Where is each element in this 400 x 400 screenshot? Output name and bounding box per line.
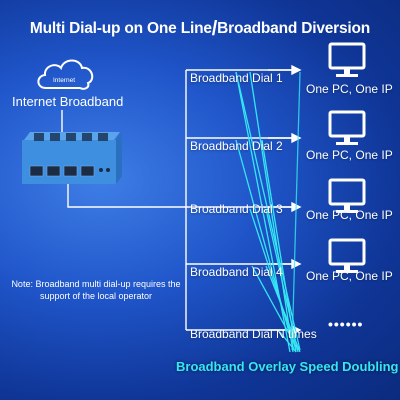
cloud-icon: Internet xyxy=(37,59,94,90)
dial-n-label: Broadband Dial N times xyxy=(190,327,317,341)
speed-convergence-lines xyxy=(235,71,301,353)
pc-monitor-icon xyxy=(328,42,366,77)
pc-3-label: One PC, One IP xyxy=(306,208,393,222)
dial-1-label: Broadband Dial 1 xyxy=(190,71,283,85)
router-to-splitter-line xyxy=(67,184,186,208)
more-pcs-indicator: •••••• xyxy=(328,316,364,332)
pc-monitor-icon xyxy=(328,238,366,273)
title-separator: / xyxy=(211,18,218,40)
dial-1-arrow xyxy=(268,64,302,76)
pc-1-label: One PC, One IP xyxy=(306,82,393,96)
dial-4-label: Broadband Dial 4 xyxy=(190,265,283,279)
internet-broadband-label: Internet Broadband xyxy=(12,94,124,109)
operator-note: Note: Broadband multi dial-up requires t… xyxy=(11,279,181,301)
dial-2-arrow xyxy=(268,132,302,144)
title-part-1: Multi Dial-up on One Line xyxy=(29,20,212,37)
cloud-icon-text: Internet xyxy=(53,77,75,84)
title-part-2: Broadband Diversion xyxy=(217,20,371,37)
page-title: Multi Dial-up on One Line/Broadband Dive… xyxy=(0,18,400,41)
pc-4-label: One PC, One IP xyxy=(306,269,393,283)
pc-monitor-icon xyxy=(328,110,366,145)
dial-2-label: Broadband Dial 2 xyxy=(190,139,283,153)
speed-doubling-caption: Broadband Overlay Speed Doubling xyxy=(176,359,399,374)
pc-2-label: One PC, One IP xyxy=(306,148,393,162)
mini-pc-router-icon xyxy=(22,132,122,184)
pc-monitor-icon xyxy=(328,178,366,213)
dial-3-label: Broadband Dial 3 xyxy=(190,202,283,216)
